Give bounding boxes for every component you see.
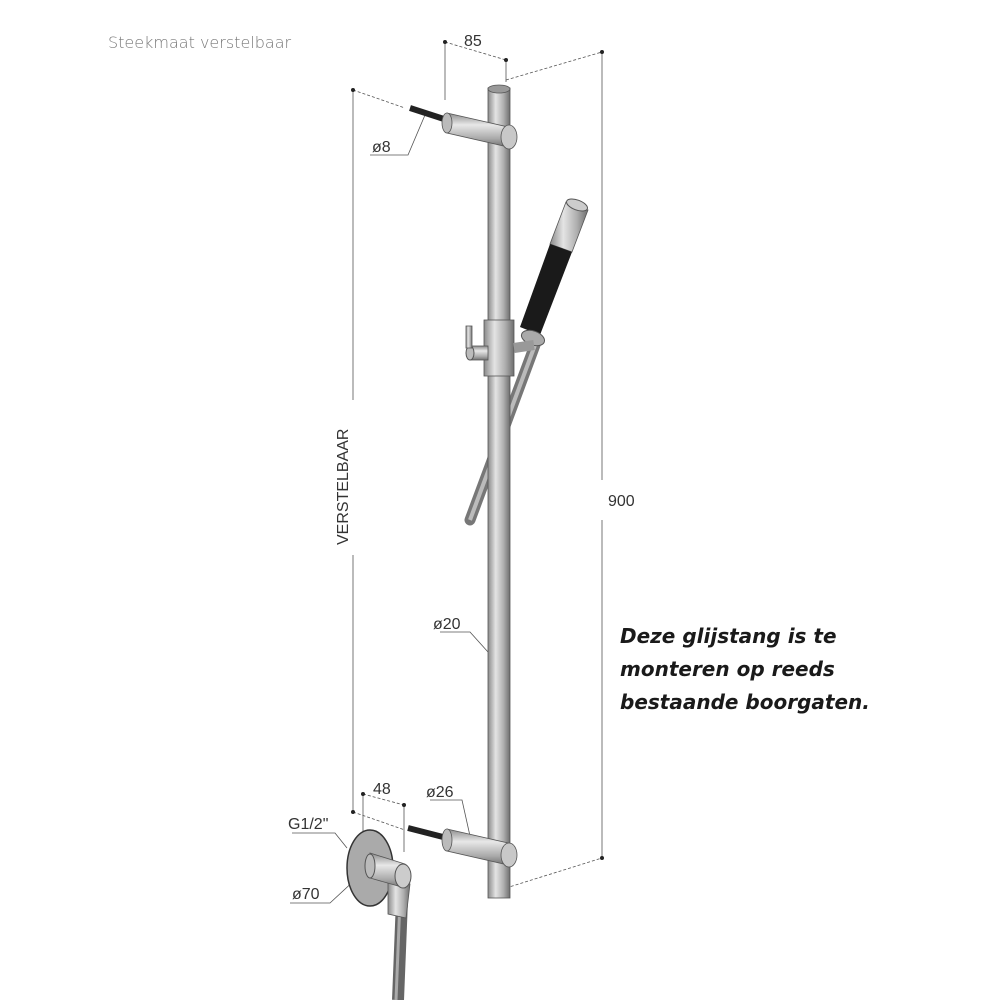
- dim-thread-label: G1/2": [288, 816, 328, 833]
- dim-outlet-diameter-label: ø70: [292, 886, 320, 903]
- dim-adjustable-label: VERSTELBAAR: [335, 429, 352, 545]
- slider: [465, 319, 535, 377]
- dimension-lines: [290, 41, 603, 904]
- dim-900-label: 900: [608, 493, 635, 510]
- dim-48-label: 48: [373, 781, 391, 798]
- dim-85-label: 85: [464, 33, 482, 50]
- dimension-dots: [351, 40, 604, 860]
- bottom-wall-bracket: [407, 825, 518, 868]
- dim-bracket-diameter-label: ø26: [426, 784, 454, 801]
- hand-shower: [520, 198, 589, 347]
- wall-outlet: [346, 829, 412, 1000]
- note-line: monteren op reeds: [620, 657, 835, 681]
- note-line: bestaande boorgaten.: [620, 690, 870, 714]
- mounting-note: Deze glijstang is te monteren op reeds b…: [620, 620, 870, 719]
- top-wall-bracket: [409, 105, 518, 150]
- dim-rod-diameter-label: ø20: [433, 616, 461, 633]
- dim-screw-diameter-label: ø8: [372, 139, 391, 156]
- drawing-title: Steekmaat verstelbaar: [108, 33, 292, 52]
- note-line: Deze glijstang is te: [620, 624, 837, 648]
- slide-rod: [487, 84, 511, 899]
